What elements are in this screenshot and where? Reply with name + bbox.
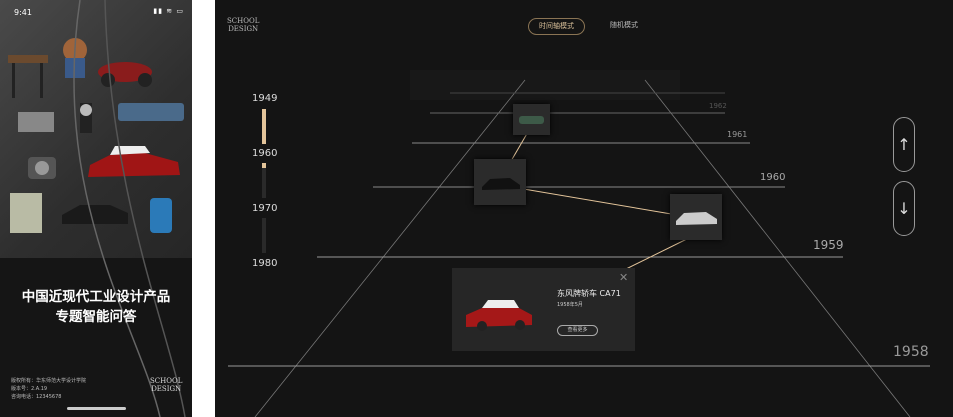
track-label-1959: 1959 <box>813 238 844 252</box>
track-label-1958: 1958 <box>893 344 929 360</box>
perspective-track <box>228 70 930 417</box>
timeline-year-1980[interactable]: 1980 <box>252 258 278 269</box>
product-images <box>8 38 184 233</box>
timeline-year-1949[interactable]: 1949 <box>252 93 278 104</box>
product-card[interactable] <box>513 104 550 135</box>
product-name: 东风牌轿车 CA71 <box>557 289 621 298</box>
tab-random-mode[interactable]: 随机模式 <box>610 21 638 29</box>
contact-text: 咨询电话：12345678 <box>11 394 62 400</box>
car-image <box>466 300 532 331</box>
decorative-curves <box>73 0 186 417</box>
title-line-1: 中国近现代工业设计产品 <box>21 289 171 305</box>
view-more-button[interactable]: 查看更多 <box>557 325 598 336</box>
product-card[interactable] <box>474 159 526 205</box>
product-popup: ✕ 东风牌轿车 CA71 1958年5月 查看更多 <box>452 268 635 351</box>
status-icons: ▮▮ ≋ ▭ <box>153 7 184 15</box>
close-icon[interactable]: ✕ <box>619 271 629 284</box>
timeline-year-1970[interactable]: 1970 <box>252 203 278 214</box>
track-label-1962: 1962 <box>709 102 727 110</box>
app-title: 中国近现代工业设计产品专题智能问答 <box>0 287 192 327</box>
tab-timeline-mode[interactable]: 时间轴模式 <box>528 18 585 35</box>
timeline-progress-1970 <box>262 218 266 253</box>
mobile-preview: 9:41 ▮▮ ≋ ▭ 中国近现代工业设计产品专题智能问答 版权所有：华东师范大… <box>0 0 192 417</box>
title-line-2: 专题智能问答 <box>55 309 137 325</box>
track-label-1961: 1961 <box>727 130 748 139</box>
scroll-down-button[interactable]: ↓ <box>893 181 915 236</box>
timeline-year-1960[interactable]: 1960 <box>252 148 278 159</box>
timeline-progress-1949 <box>262 109 266 144</box>
scroll-up-button[interactable]: ↑ <box>893 117 915 172</box>
product-card[interactable] <box>670 194 722 240</box>
version-text: 版本号：2.A.19 <box>11 386 48 392</box>
status-time: 9:41 <box>14 8 32 17</box>
product-collage <box>0 0 192 258</box>
home-indicator <box>67 407 126 410</box>
track-label-1960: 1960 <box>760 172 786 183</box>
copyright-text: 版权所有：华东师范大学设计学院 <box>11 378 87 384</box>
timeline-progress-1960 <box>262 163 266 198</box>
product-date: 1958年5月 <box>557 302 583 308</box>
